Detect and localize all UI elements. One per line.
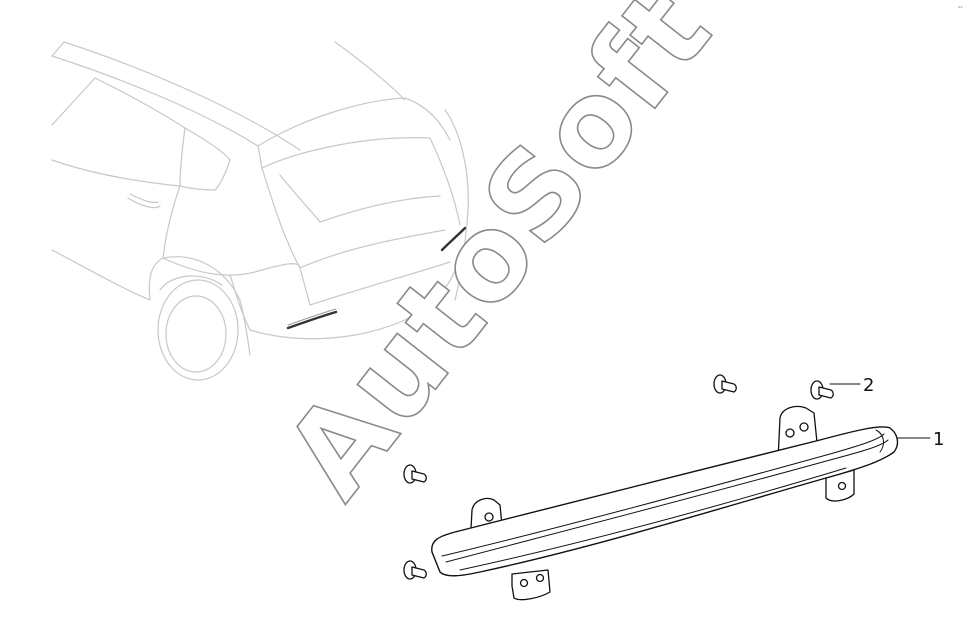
reflector-inner-line (459, 467, 847, 571)
watermark-text: AutoSoft (258, 0, 738, 522)
clip-left-lower (403, 560, 427, 580)
clip-left-upper (403, 464, 427, 484)
reflector-body (431, 426, 899, 577)
vehicle-outline (51, 41, 469, 381)
callout-label-2: 2 (863, 375, 874, 396)
lower-tab-left (511, 569, 551, 601)
callout-2: 2 (829, 375, 874, 396)
corner-mark: ᵃᵃ (958, 5, 963, 12)
reflector-edge-line-2 (441, 433, 885, 557)
watermark: AutoSoft (258, 0, 739, 523)
tab-hole-left (484, 512, 494, 522)
callout-1: 1 (897, 429, 944, 450)
lower-tab-hole-1 (519, 578, 529, 588)
tab-hole-right-2 (799, 422, 809, 432)
clip-top-right (810, 380, 834, 400)
tab-hole-right-1 (785, 428, 795, 438)
callout-label-1: 1 (933, 429, 944, 450)
clip-top-middle (713, 374, 737, 394)
reflector-end-cap (875, 429, 884, 453)
lower-tab-hole-2 (535, 573, 545, 583)
reflector-assembly (431, 405, 899, 601)
lower-tab-hole-3 (837, 481, 847, 491)
reflector-edge-line (445, 439, 889, 563)
